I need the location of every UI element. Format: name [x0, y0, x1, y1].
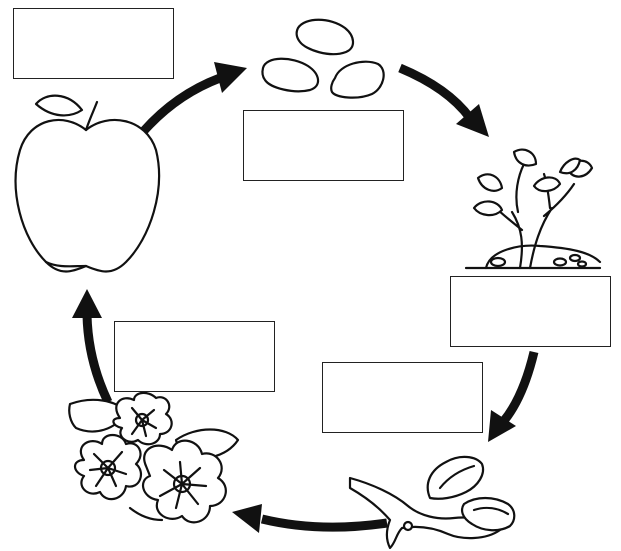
arrow-seeds-to-sapling: [398, 63, 489, 137]
bud-icon: [348, 455, 516, 550]
flower-right: [141, 439, 227, 524]
blossom-icon: [68, 391, 240, 524]
flower-top: [112, 391, 173, 446]
arrow-bud-to-flowers: [232, 504, 388, 533]
flower-left: [73, 433, 143, 501]
seeds-label-box[interactable]: [243, 110, 404, 181]
apple-icon: [14, 94, 161, 273]
cycle-arrows: [72, 62, 539, 533]
seeds-icon: [261, 18, 385, 99]
arrow-flowers-to-apple: [72, 289, 113, 404]
flowers-label-box[interactable]: [114, 321, 275, 392]
sapling-label-box[interactable]: [450, 276, 611, 347]
bud-label-box[interactable]: [322, 362, 483, 433]
arrow-apple-to-seeds: [138, 62, 247, 136]
sapling-icon: [464, 148, 602, 270]
apple-label-box[interactable]: [13, 8, 174, 79]
arrow-sapling-to-bud: [488, 350, 539, 442]
